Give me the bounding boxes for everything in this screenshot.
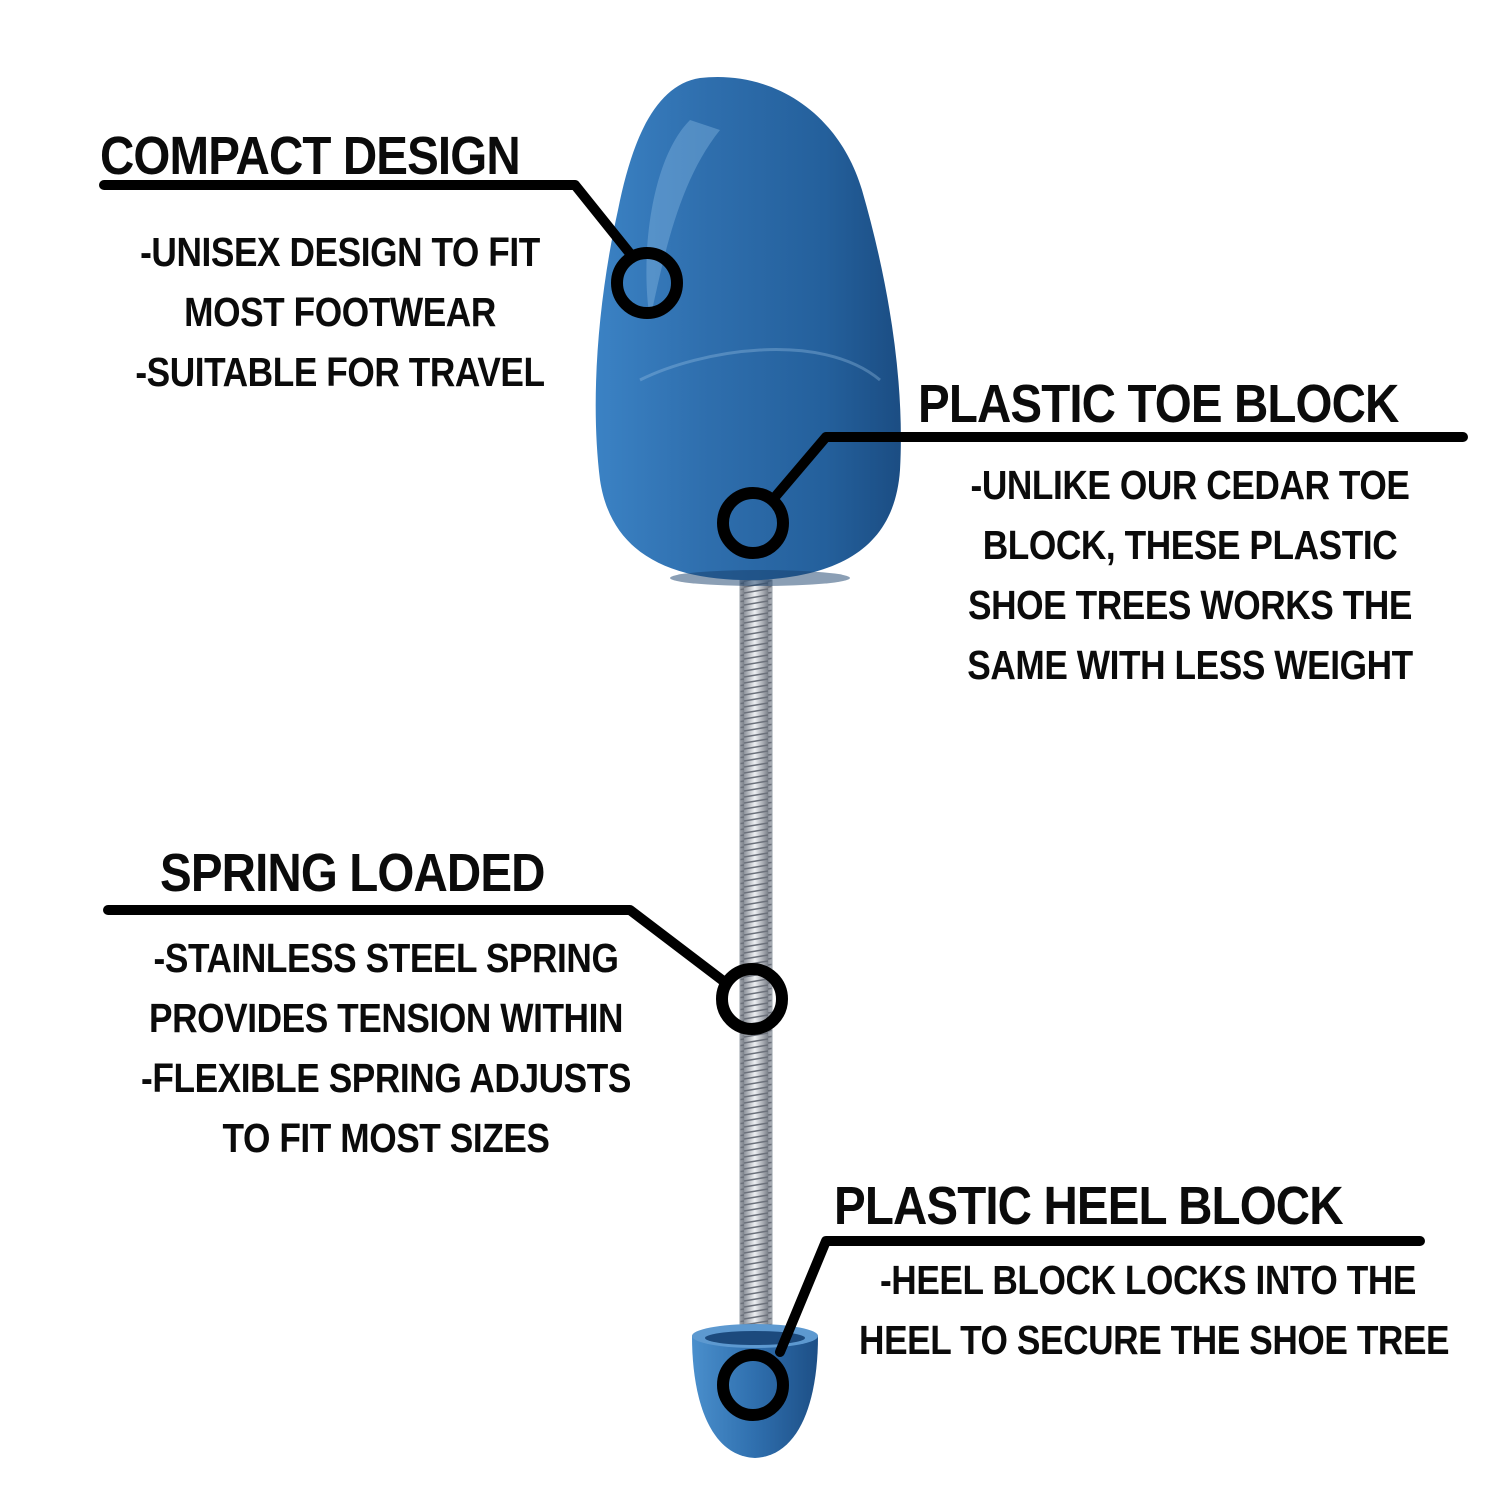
compact-design-heading: COMPACT DESIGN [100, 126, 521, 186]
leader-spring-loaded [103, 905, 727, 985]
plastic-toe-block-line: SHOE TREES WORKS THE [968, 582, 1412, 628]
marker-compact-design [611, 247, 683, 319]
spring-loaded-line: -STAINLESS STEEL SPRING [153, 935, 619, 981]
plastic-toe-block [595, 76, 901, 586]
callout-plastic-toe-block-body: -UNLIKE OUR CEDAR TOE BLOCK, THESE PLAST… [930, 455, 1450, 695]
plastic-toe-block-line: SAME WITH LESS WEIGHT [967, 642, 1413, 688]
compact-design-line: -UNISEX DESIGN TO FIT [140, 229, 540, 275]
spring-loaded-line: PROVIDES TENSION WITHIN [149, 995, 623, 1041]
plastic-heel-block [692, 1324, 818, 1458]
spring-loaded-line: TO FIT MOST SIZES [222, 1115, 550, 1161]
plastic-toe-block-line: BLOCK, THESE PLASTIC [982, 522, 1398, 568]
plastic-heel-block-heading: PLASTIC HEEL BLOCK [834, 1176, 1344, 1236]
callout-spring-loaded: SPRING LOADED [160, 843, 600, 903]
compact-design-line: -SUITABLE FOR TRAVEL [135, 349, 545, 395]
callout-plastic-toe-block: PLASTIC TOE BLOCK [918, 374, 1468, 434]
marker-plastic-heel-block [717, 1349, 789, 1421]
callout-plastic-heel-block-body: -HEEL BLOCK LOCKS INTO THE HEEL TO SECUR… [812, 1250, 1484, 1370]
leader-compact-design [99, 180, 637, 261]
plastic-toe-block-heading: PLASTIC TOE BLOCK [918, 374, 1399, 434]
marker-plastic-toe-block [717, 487, 789, 559]
plastic-heel-block-line: HEEL TO SECURE THE SHOE TREE [859, 1317, 1450, 1363]
leader-plastic-toe-block [770, 432, 1468, 502]
spring-loaded-heading: SPRING LOADED [160, 843, 545, 903]
callout-markers [611, 247, 789, 1421]
spring-loaded-line: -FLEXIBLE SPRING ADJUSTS [141, 1055, 631, 1101]
callout-compact-design: COMPACT DESIGN [100, 126, 580, 186]
leader-plastic-heel-block [775, 1236, 1425, 1357]
leader-lines [99, 180, 1468, 1357]
callout-plastic-heel-block: PLASTIC HEEL BLOCK [834, 1176, 1424, 1236]
callout-compact-design-body: -UNISEX DESIGN TO FIT MOST FOOTWEAR -SUI… [102, 222, 578, 402]
callout-spring-loaded-body: -STAINLESS STEEL SPRING PROVIDES TENSION… [94, 928, 678, 1168]
plastic-toe-block-line: -UNLIKE OUR CEDAR TOE [970, 462, 1410, 508]
marker-spring-loaded [716, 963, 788, 1035]
plastic-heel-block-line: -HEEL BLOCK LOCKS INTO THE [879, 1257, 1417, 1303]
compact-design-line: MOST FOOTWEAR [184, 289, 496, 335]
